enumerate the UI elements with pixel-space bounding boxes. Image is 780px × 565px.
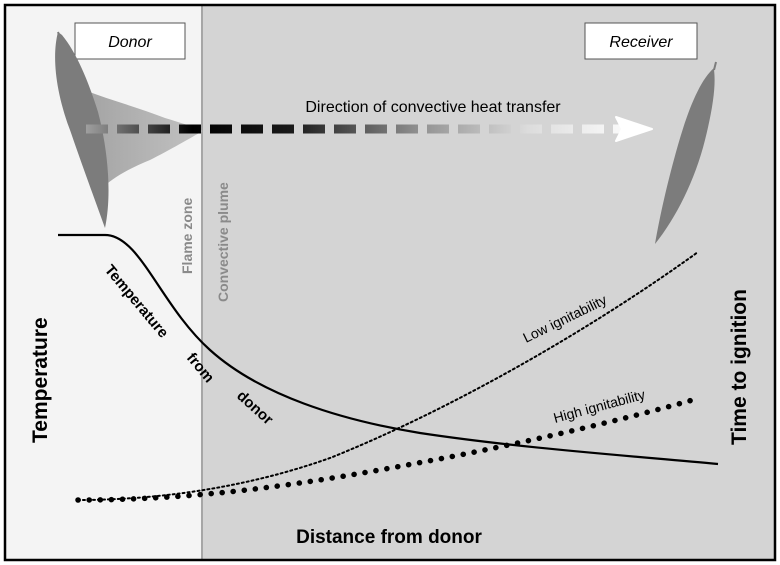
donor-label: Donor (108, 34, 152, 51)
receiver-leaf-icon (655, 61, 717, 244)
direction-label: Direction of convective heat transfer (305, 99, 561, 116)
flame-zone-label: Flame zone (179, 198, 195, 274)
donor-leaf-icon (55, 31, 109, 228)
plume-shape (84, 90, 203, 190)
donor-box: Donor (74, 22, 186, 60)
temperature-from-donor-curve (58, 233, 719, 466)
time-to-ignition-axis-label: Time to ignition (728, 289, 751, 445)
frame (3, 3, 777, 562)
convective-plume-panel (202, 6, 774, 559)
high-ignitability-curve (75, 396, 699, 503)
flame-zone-panel (6, 6, 202, 559)
direction-arrow (86, 116, 653, 142)
receiver-label: Receiver (609, 34, 673, 51)
temperature-axis-label: Temperature (29, 317, 52, 443)
low-ignitability-curve (77, 251, 699, 501)
receiver-box: Receiver (584, 22, 698, 60)
convective-plume-label: Convective plume (215, 182, 231, 302)
distance-axis-label: Distance from donor (296, 527, 482, 548)
